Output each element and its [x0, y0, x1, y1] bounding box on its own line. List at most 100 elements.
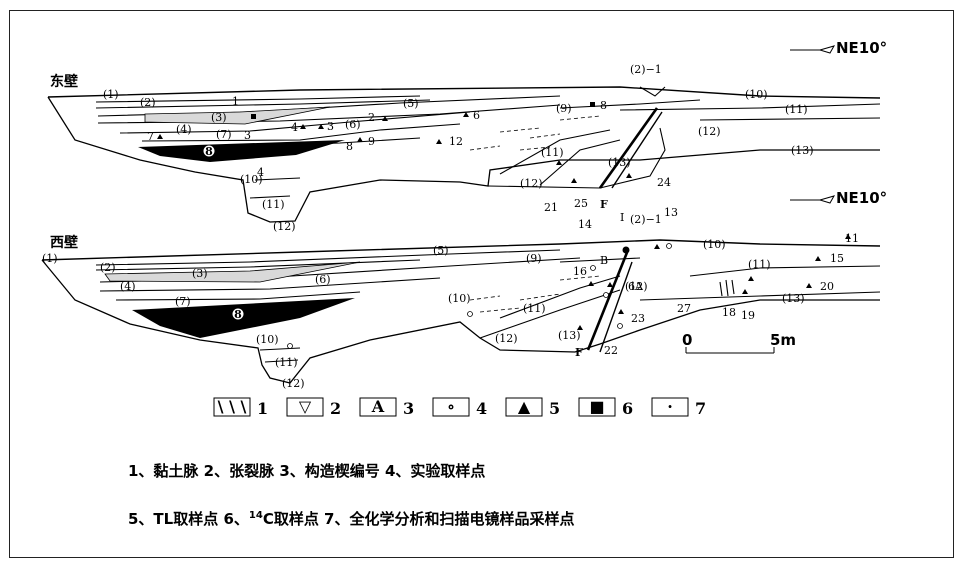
legend-number-6: 6	[622, 399, 633, 418]
east-wedge-label: 8	[205, 145, 213, 158]
svg-text:7: 7	[147, 130, 154, 143]
svg-text:B: B	[600, 254, 608, 267]
legend-symbol-2: ▽	[299, 397, 312, 416]
legend-box-5	[505, 397, 543, 417]
svg-text:(5): (5)	[403, 97, 419, 110]
legend-symbol-6: ■	[589, 397, 604, 416]
legend-symbol-7: ·	[667, 397, 673, 416]
legend-symbol-1: \ \ \	[218, 397, 247, 416]
legend-number-3: 3	[403, 399, 414, 418]
svg-text:(3): (3)	[211, 111, 227, 124]
west-wedge-label: 8	[234, 308, 242, 321]
legend-symbol-4: ∘	[447, 397, 455, 416]
svg-text:(1): (1)	[42, 252, 58, 265]
svg-text:(12): (12)	[698, 125, 721, 138]
svg-text:20: 20	[820, 280, 834, 293]
svg-text:8: 8	[346, 140, 353, 153]
svg-text:(4): (4)	[120, 280, 136, 293]
legend-box-7	[651, 397, 689, 417]
east-sample-markers	[157, 102, 632, 183]
east-wall-title: 东壁	[50, 73, 78, 90]
svg-text:(11): (11)	[541, 146, 564, 159]
svg-text:(12): (12)	[520, 177, 543, 190]
svg-text:22: 22	[604, 344, 618, 357]
legend-number-5: 5	[549, 399, 560, 418]
svg-text:8: 8	[600, 99, 607, 112]
west-unit-labels: (1) (2) (3) (4) (5) (6) (7) (9) (10) (10…	[42, 213, 805, 390]
svg-text:27: 27	[677, 302, 691, 315]
legend-number-2: 2	[330, 399, 341, 418]
svg-text:(10): (10)	[240, 173, 263, 186]
svg-text:(11): (11)	[523, 302, 546, 315]
svg-text:(10): (10)	[448, 292, 471, 305]
svg-text:18: 18	[722, 306, 736, 319]
svg-text:23: 23	[631, 312, 645, 325]
svg-text:(7): (7)	[175, 295, 191, 308]
west-north-arrow: NE10°	[790, 189, 887, 207]
svg-text:24: 24	[657, 176, 671, 189]
svg-text:(9): (9)	[556, 102, 572, 115]
svg-text:(13): (13)	[791, 144, 814, 157]
legend-box-4	[432, 397, 470, 417]
svg-text:9: 9	[368, 135, 375, 148]
caption-line-1: 1、黏土脉 2、张裂脉 3、构造楔编号 4、实验取样点	[128, 462, 486, 480]
svg-text:(10): (10)	[745, 88, 768, 101]
legend-number-1: 1	[257, 399, 268, 418]
svg-text:6: 6	[473, 109, 480, 122]
west-black-wedge	[132, 298, 355, 338]
svg-text:(10): (10)	[256, 333, 279, 346]
west-wall-profile	[41, 239, 881, 384]
svg-text:(10): (10)	[703, 238, 726, 251]
legend-number-4: 4	[476, 399, 487, 418]
east-north-arrow: NE10°	[790, 39, 887, 57]
svg-text:4: 4	[291, 121, 298, 134]
svg-text:(5): (5)	[433, 244, 449, 257]
svg-text:16: 16	[573, 265, 587, 278]
svg-text:I: I	[620, 211, 624, 224]
scale-start: 0	[682, 331, 692, 349]
svg-text:(4): (4)	[176, 123, 192, 136]
east-unit-labels: (1) (2) (3) (4) (5) (6) (7) (9) (10) (11…	[103, 63, 814, 233]
svg-text:4: 4	[257, 166, 264, 179]
scale-end: 5m	[770, 331, 796, 349]
svg-text:14: 14	[578, 218, 592, 231]
svg-text:(12): (12)	[495, 332, 518, 345]
svg-text:2: 2	[368, 111, 375, 124]
svg-text:21: 21	[544, 201, 558, 214]
west-sample-markers	[577, 234, 851, 330]
svg-text:(6): (6)	[345, 118, 361, 131]
svg-text:(1): (1)	[103, 88, 119, 101]
west-lab-sample-points	[287, 243, 672, 349]
east-sample-labels: 1 2 3 4 6 7 8 9 12 21 24 25 3 4 8	[147, 95, 671, 214]
svg-text:(13): (13)	[558, 329, 581, 342]
west-fault-label: F	[575, 346, 583, 359]
svg-text:19: 19	[741, 309, 755, 322]
east-orientation: NE10°	[836, 39, 887, 57]
svg-text:15: 15	[830, 252, 844, 265]
svg-text:25: 25	[574, 197, 588, 210]
west-sample-labels: I 11 13 14 15 16 18 19 20 22 23 27 B 6A	[573, 206, 859, 357]
legend-box-2	[286, 397, 324, 417]
caption-line-2: 5、TL取样点 6、14C取样点 7、全化学分析和扫描电镜样品采样点	[128, 510, 575, 528]
legend-number-7: 7	[695, 399, 706, 418]
svg-text:13: 13	[664, 206, 678, 219]
west-wall-title: 西壁	[50, 234, 78, 251]
svg-text:(12): (12)	[282, 377, 305, 390]
west-orientation: NE10°	[836, 189, 887, 207]
svg-text:(2): (2)	[100, 261, 116, 274]
svg-text:(3): (3)	[192, 267, 208, 280]
svg-text:(2)−1: (2)−1	[630, 63, 662, 76]
svg-text:3: 3	[244, 129, 251, 142]
svg-text:(13): (13)	[608, 156, 631, 169]
west-stippled-lens	[104, 261, 361, 283]
svg-text:(12): (12)	[273, 220, 296, 233]
legend-symbol-5: ▲	[518, 397, 531, 416]
svg-text:(13): (13)	[782, 292, 805, 305]
figure-frame	[9, 10, 954, 558]
svg-text:(7): (7)	[216, 128, 232, 141]
svg-text:1: 1	[232, 95, 239, 108]
svg-text:(2): (2)	[140, 96, 156, 109]
svg-text:(2)−1: (2)−1	[630, 213, 662, 226]
